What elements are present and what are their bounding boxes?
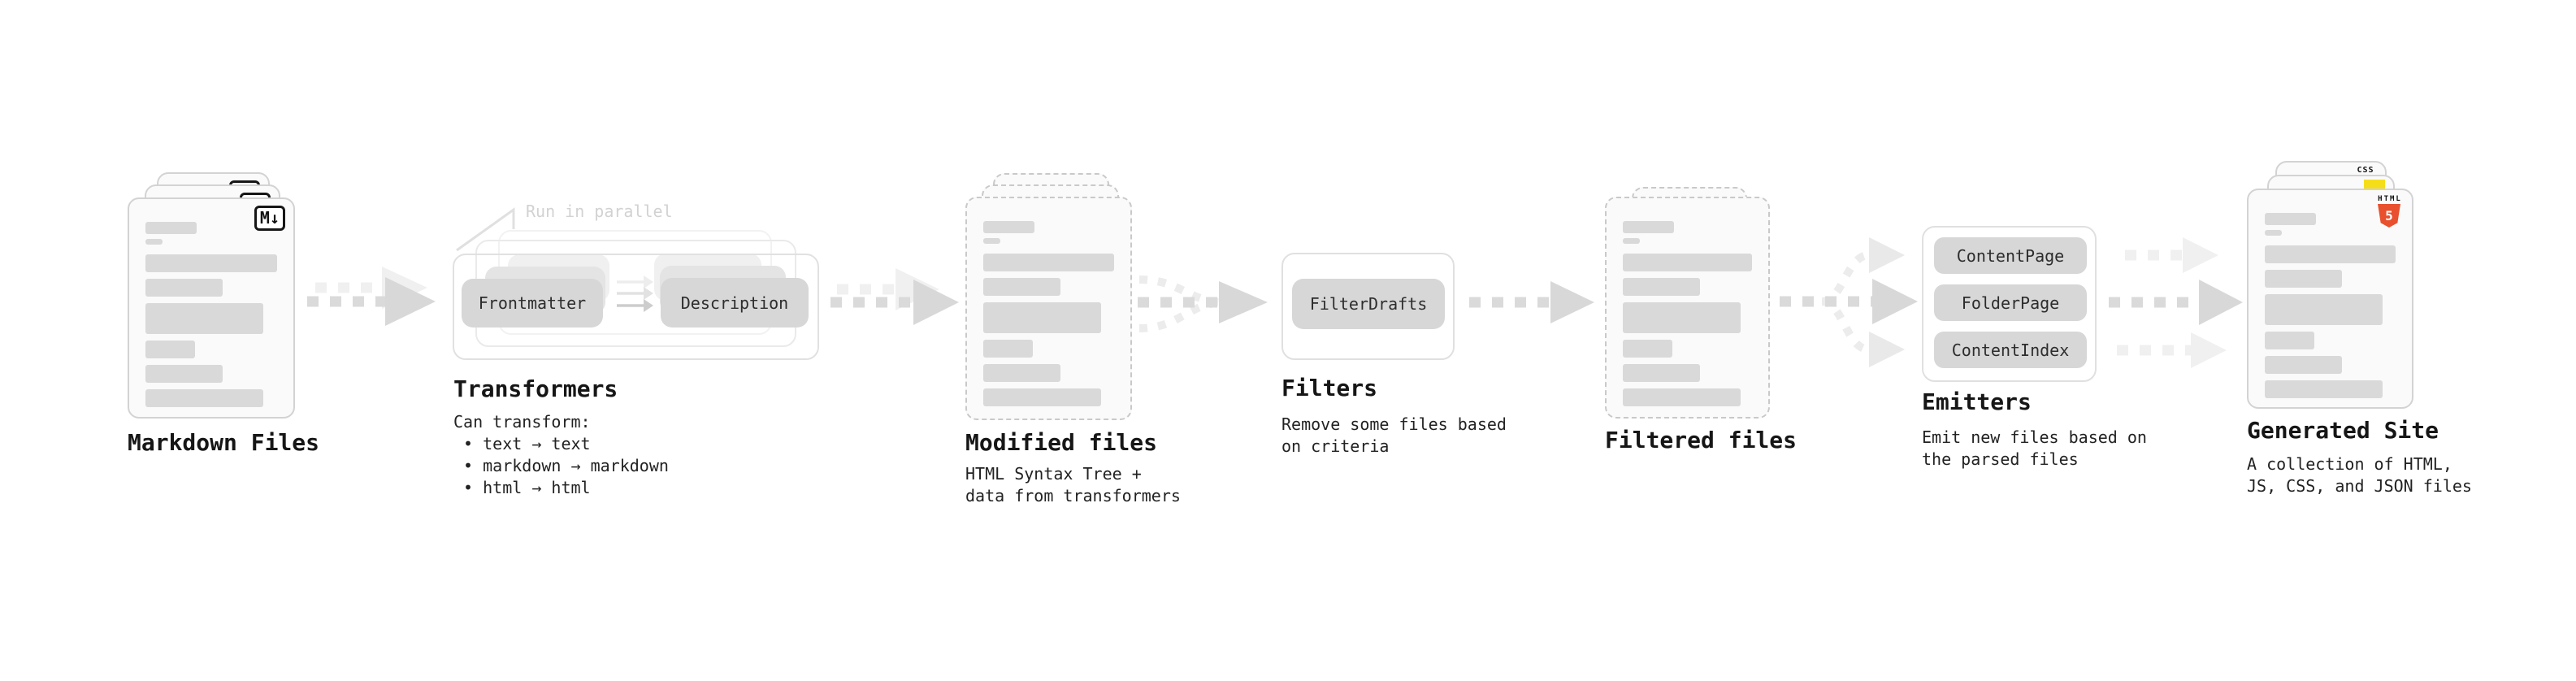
text-line-bar bbox=[1623, 364, 1700, 382]
pill-frontmatter: Frontmatter bbox=[462, 279, 603, 327]
arrow-filtered-to-emitters bbox=[1780, 237, 1918, 367]
text-line-bar bbox=[145, 222, 197, 234]
text-line-bar bbox=[2265, 270, 2342, 288]
text-line-bar bbox=[1623, 278, 1700, 296]
stage-title-transformers: Transformers bbox=[453, 375, 618, 402]
pill-folderpage: FolderPage bbox=[1934, 284, 2087, 321]
text-line-bar bbox=[983, 340, 1033, 358]
filtered-document-front bbox=[1605, 197, 1770, 419]
stage-description-filters: Remove some files based on criteria bbox=[1281, 414, 1507, 456]
pill-contentindex: ContentIndex bbox=[1934, 332, 2087, 368]
text-line-bar bbox=[983, 302, 1101, 333]
site-document-front: HTML 5 bbox=[2247, 189, 2413, 409]
arrow-modified-to-filters bbox=[1138, 275, 1268, 332]
text-line-bar bbox=[1623, 238, 1640, 244]
text-line-bar bbox=[145, 239, 163, 245]
stage-title-modified-files: Modified files bbox=[965, 429, 1158, 456]
stage-description-emitters: Emit new files based on the parsed files bbox=[1922, 427, 2147, 469]
text-line-bar bbox=[983, 364, 1060, 382]
text-line-bar bbox=[1623, 340, 1672, 358]
stage-title-filters: Filters bbox=[1281, 375, 1378, 401]
text-line-bar bbox=[2265, 332, 2314, 349]
stage-title-emitters: Emitters bbox=[1922, 388, 2032, 415]
text-line-bar bbox=[2265, 356, 2342, 374]
text-line-bar bbox=[145, 303, 263, 334]
text-line-bar bbox=[983, 388, 1101, 406]
stage-title-generated-site: Generated Site bbox=[2247, 417, 2439, 444]
arrow-filters-to-filtered bbox=[1469, 281, 1594, 323]
modified-document-front bbox=[965, 197, 1132, 420]
markdown-document-front: M↓ bbox=[128, 197, 295, 419]
arrow-markdown-to-transformers bbox=[307, 267, 436, 326]
stage-description-generated-site: A collection of HTML, JS, CSS, and JSON … bbox=[2247, 454, 2472, 496]
text-line-bar bbox=[145, 389, 263, 407]
text-line-bar bbox=[145, 279, 223, 297]
text-line-bar bbox=[1623, 254, 1752, 271]
html5-icon-label: HTML bbox=[2378, 195, 2402, 203]
stage-description-transformers: Can transform: • text → text • markdown … bbox=[453, 412, 669, 497]
parallel-frame-front bbox=[453, 254, 819, 360]
pill-description: Description bbox=[661, 278, 809, 327]
text-line-bar bbox=[1623, 221, 1674, 233]
html5-icon: HTML 5 bbox=[2378, 195, 2402, 228]
text-line-bar bbox=[145, 254, 277, 272]
text-line-bar bbox=[2265, 245, 2396, 263]
pill-filterdrafts: FilterDrafts bbox=[1292, 279, 1445, 329]
markdown-icon: M↓ bbox=[254, 206, 285, 231]
css-icon-label: CSS bbox=[2357, 166, 2374, 175]
run-in-parallel-label: Run in parallel bbox=[526, 202, 673, 221]
stage-title-filtered-files: Filtered files bbox=[1605, 427, 1798, 453]
text-line-bar bbox=[2265, 294, 2383, 325]
stage-title-markdown-files: Markdown Files bbox=[128, 429, 320, 456]
run-in-parallel-leader bbox=[456, 207, 515, 252]
arrow-frontmatter-to-description bbox=[617, 275, 653, 312]
text-line-bar bbox=[2265, 380, 2383, 398]
text-line-bar bbox=[1623, 302, 1741, 333]
text-line-bar bbox=[983, 278, 1060, 296]
stage-description-modified-files: HTML Syntax Tree + data from transformer… bbox=[965, 464, 1181, 505]
html5-icon-number: 5 bbox=[2385, 208, 2393, 223]
text-line-bar bbox=[2265, 230, 2282, 236]
text-line-bar bbox=[983, 238, 1000, 244]
text-line-bar bbox=[1623, 388, 1741, 406]
pill-contentpage: ContentPage bbox=[1934, 237, 2087, 274]
js-icon bbox=[2364, 180, 2385, 190]
text-line-bar bbox=[983, 221, 1034, 233]
text-line-bar bbox=[145, 340, 195, 358]
text-line-bar bbox=[145, 365, 223, 383]
arrow-transformers-to-modified bbox=[830, 268, 959, 325]
text-line-bar bbox=[2265, 213, 2316, 225]
arrow-emitters-to-site bbox=[2109, 237, 2243, 368]
text-line-bar bbox=[983, 254, 1114, 271]
html5-icon-shield: 5 bbox=[2378, 204, 2400, 228]
